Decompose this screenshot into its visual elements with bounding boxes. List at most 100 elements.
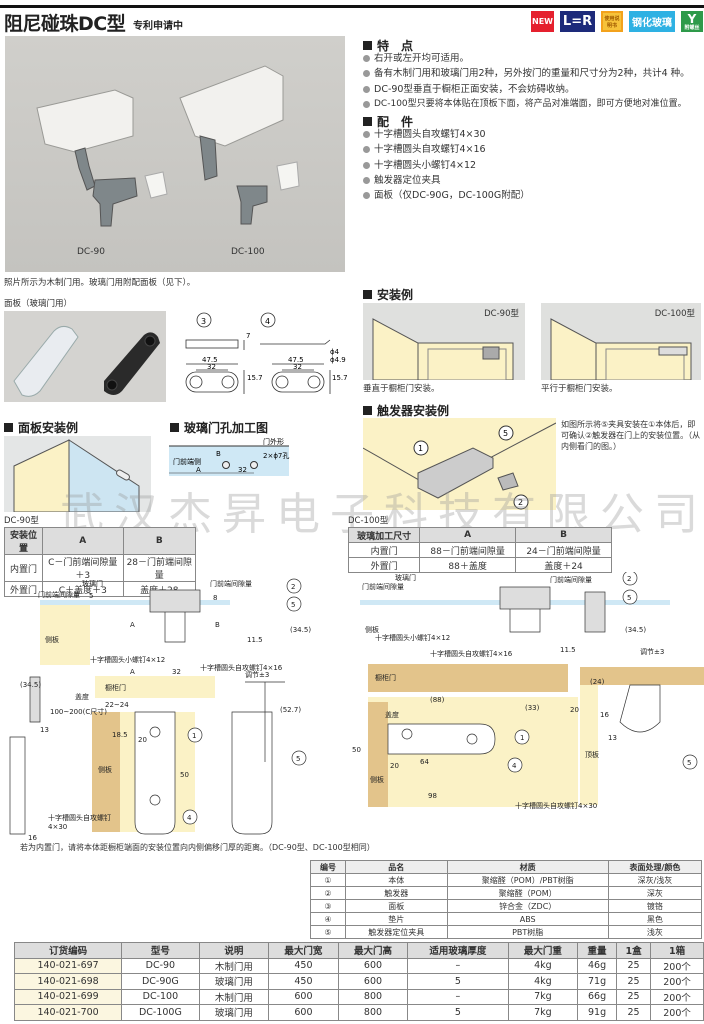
cell: 140-021-699 <box>13 988 123 1005</box>
label-cover: 盖度 <box>385 710 399 719</box>
label-screw-4x12: 十字槽圆头小螺钉4×12 <box>90 655 165 664</box>
cell: ② <box>310 886 346 900</box>
label-front-gap: 门前端间隙量 <box>210 579 252 588</box>
cell: 200个 <box>650 957 704 974</box>
cell: 600 <box>268 1004 339 1021</box>
part-item: 十字槽圆头小螺钉4×12 <box>363 158 530 173</box>
cell: DC-90G <box>121 973 200 990</box>
th: 最大门重 <box>507 942 579 959</box>
panel-install-heading: 面板安装例 <box>4 419 78 436</box>
cell: 88＋盖度 <box>419 557 517 573</box>
label-front-gap: 门前端间隙量 <box>362 582 404 591</box>
cell: 深灰 <box>607 886 703 900</box>
part-item: 十字槽圆头自攻螺钉4×16 <box>363 142 530 157</box>
th: 玻璃加工尺寸 <box>347 527 421 543</box>
label-screw-4x12: 十字槽圆头小螺钉4×12 <box>375 633 450 642</box>
th: 安装位置 <box>4 527 43 555</box>
dim-a: A <box>130 668 135 676</box>
dim-32: 32 <box>172 668 181 676</box>
panel-label: 面板（玻璃门用） <box>4 299 73 309</box>
page-title: 阻尼碰珠DC型 <box>4 13 126 35</box>
dim-phi4: ϕ4 <box>330 348 340 356</box>
cell: 46g <box>577 957 617 974</box>
dim-a: A <box>196 466 201 474</box>
panel-illustration <box>13 325 160 397</box>
callout-2: 2 <box>518 498 523 507</box>
dim-18-5: 18.5 <box>112 731 128 739</box>
cell: 450 <box>268 957 339 974</box>
parts-heading: 配 件 <box>363 113 413 130</box>
callout-4: 4 <box>265 317 270 326</box>
dim-11-5: 11.5 <box>560 646 576 654</box>
features-heading: 特 点 <box>363 37 413 54</box>
callout-1: 4 <box>187 814 192 822</box>
dim-50: 50 <box>352 746 361 754</box>
install-dc100-illustration <box>550 318 692 381</box>
cell: 垫片 <box>344 912 448 926</box>
glass-hole-drawing: 门外形 门前端侧 2×ϕ7孔 A 32 B <box>169 437 289 476</box>
panel-install-image <box>4 436 151 513</box>
label-glass-door: 玻璃门 <box>82 579 103 588</box>
dim-24: (24) <box>590 678 605 686</box>
feature-item: DC-100型只要将本体贴在顶板下面，将产品对准端面，即可方便地对准位置。 <box>363 97 703 112</box>
dim-20: 20 <box>138 736 147 744</box>
cell: 木制门用 <box>198 988 270 1005</box>
dim-c-size: 100~200(C尺寸) <box>50 707 107 716</box>
cell: 盖度＋24 <box>515 557 612 573</box>
cell: 800 <box>337 1004 409 1021</box>
callout-2: 1 <box>192 732 196 740</box>
callout-1: 1 <box>418 444 423 453</box>
dim-32: 32 <box>207 363 216 371</box>
cell: 面板 <box>344 899 448 913</box>
dim-88: (88) <box>430 696 445 704</box>
cell: 镀铬 <box>607 899 703 913</box>
dim-34-5: (34.5) <box>290 626 311 634</box>
cell: 5 <box>407 973 509 990</box>
cell: 66g <box>577 988 617 1005</box>
trigger-illustration: 1 5 2 <box>362 422 557 510</box>
label-holes: 2×ϕ7孔 <box>263 452 289 460</box>
cell: 600 <box>268 988 339 1005</box>
cell: 深灰/浅灰 <box>607 873 703 887</box>
callout-5: 5 <box>503 429 508 438</box>
cell: 玻璃门用 <box>198 973 270 990</box>
trigger-heading: 触发器安装例 <box>363 402 449 419</box>
dim-a: A <box>130 621 135 629</box>
th: 订货编码 <box>13 942 123 959</box>
callout-3: 2 <box>291 583 295 591</box>
th: 表面处理/颜色 <box>607 860 703 874</box>
inset-door-note: 若为内置门，请将本体距橱柜端面的安装位置向内侧偏移门厚的距离。（DC-90型、D… <box>20 843 375 852</box>
cell: ① <box>310 873 346 887</box>
label-side-panel: 侧板 <box>45 635 59 644</box>
label-front-gap: 门前端间隙量 <box>550 575 592 584</box>
dim-11-5: 11.5 <box>247 636 263 644</box>
dim-phi4-9: ϕ4.9 <box>330 356 346 364</box>
parts-list: 十字槽圆头自攻螺钉4×30 十字槽圆头自攻螺钉4×16 十字槽圆头小螺钉4×12… <box>363 127 530 203</box>
cell: 140-021-698 <box>13 973 123 990</box>
th: 1箱 <box>650 942 704 959</box>
cell: DC-100G <box>121 1004 200 1021</box>
dim-adjust: 调节±3 <box>640 647 664 656</box>
install-model-dc100: DC-100型 <box>654 309 695 319</box>
cell: 外置门 <box>347 557 421 573</box>
dim-5: 5 <box>89 592 93 600</box>
cell: ABS <box>446 912 609 926</box>
cell: 锌合金（ZDC） <box>446 899 609 913</box>
dim-b: B <box>216 450 221 458</box>
dim-8: 8 <box>213 594 217 602</box>
th: 重量 <box>577 942 617 959</box>
cell: 5 <box>407 1004 509 1021</box>
th: 说明 <box>198 942 270 959</box>
label-door-front: 门前端侧 <box>173 457 201 466</box>
cell: – <box>407 988 509 1005</box>
dim-7: 7 <box>246 332 250 340</box>
dc100-table-label: DC-100型 <box>348 516 389 526</box>
th: 适用玻璃厚度 <box>407 942 509 959</box>
patent-pending: 专利申请中 <box>133 21 183 32</box>
